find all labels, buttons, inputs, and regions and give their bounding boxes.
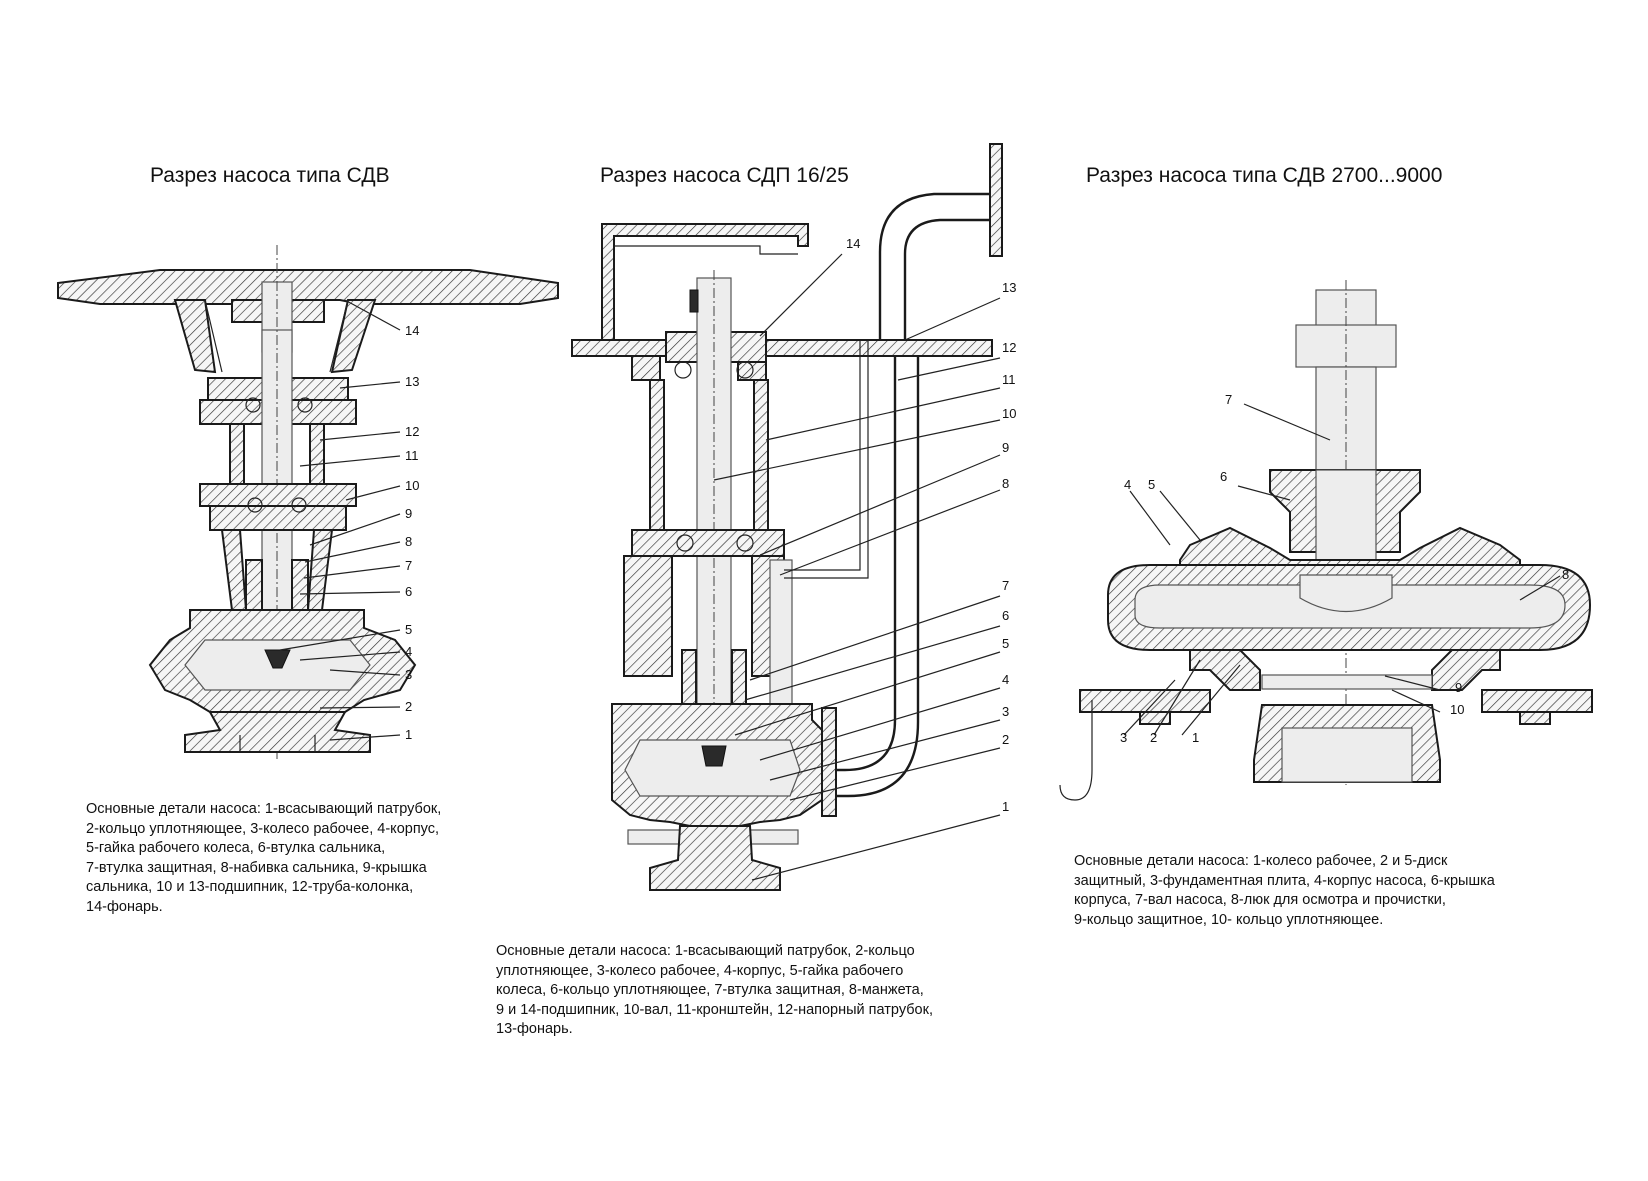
callout-center-4: 4 [1002,672,1009,687]
callout-left-5: 5 [405,622,412,637]
caption-left-line: 14-фонарь. [86,898,163,915]
caption-center-line: 9 и 14-подшипник, 10-вал, 11-кронштейн, … [496,1001,933,1018]
title-left: Разрез насоса типа СДВ [150,164,390,187]
callout-center-7: 7 [1002,578,1009,593]
callout-left-8: 8 [405,534,412,549]
callout-center-5: 5 [1002,636,1009,651]
caption-center: Основные детали насоса: 1-всасывающий па… [496,942,933,1040]
caption-right-line: Основные детали насоса: 1-колесо рабочее… [1074,853,1448,869]
caption-left-line: Основные детали насоса: 1-всасывающий па… [86,801,442,817]
pump-sdv-large-drawing: 7 6 4 5 8 9 10 3 2 1 [1059,280,1593,801]
caption-left-line: 7-втулка защитная, 8-набивка сальника, 9… [86,859,427,876]
callout-left-4: 4 [405,644,412,659]
callout-right-9: 9 [1455,680,1462,695]
callout-center-1: 1 [1002,799,1009,814]
title-right: Разрез насоса типа СДВ 2700...9000 [1086,164,1443,187]
caption-left: Основные детали насоса: 1-всасывающий па… [86,800,441,917]
caption-left-line: 2-кольцо уплотняющее, 3-колесо рабочее, … [86,820,440,837]
callout-left-6: 6 [405,584,412,599]
pump-sdp-drawing: 14 13 12 11 10 9 8 7 6 5 4 3 2 1 [571,143,1016,891]
callout-left-14: 14 [405,323,419,338]
callout-right-10: 10 [1450,702,1464,717]
caption-right: Основные детали насоса: 1-колесо рабочее… [1074,852,1495,930]
callout-right-3: 3 [1120,730,1127,745]
callout-left-2: 2 [405,699,412,714]
callout-left-12: 12 [405,424,419,439]
caption-left-line: сальника, 10 и 13-подшипник, 12-труба-ко… [86,879,414,895]
caption-left-line: 5-гайка рабочего колеса, 6-втулка сальни… [86,840,386,856]
callout-right-2: 2 [1150,730,1157,745]
callout-center-6: 6 [1002,608,1009,623]
caption-center-line: колеса, 6-кольцо уплотняющее, 7-втулка з… [496,982,924,998]
callout-center-12: 12 [1002,340,1016,355]
caption-right-line: защитный, 3-фундаментная плита, 4-корпус… [1074,872,1495,889]
callout-right-1: 1 [1192,730,1199,745]
callout-left-1: 1 [405,727,412,742]
callout-right-8: 8 [1562,567,1569,582]
caption-right-line: корпуса, 7-вал насоса, 8-люк для осмотра… [1074,892,1446,908]
title-center: Разрез насоса СДП 16/25 [600,164,849,187]
callout-center-3: 3 [1002,704,1009,719]
pump-sdv-drawing: 14 13 12 11 10 9 8 7 6 5 4 3 2 1 [57,245,559,760]
callout-right-7: 7 [1225,392,1232,407]
callout-left-7: 7 [405,558,412,573]
caption-right-line: 9-кольцо защитное, 10- кольцо уплотняюще… [1074,911,1384,928]
callout-right-4: 4 [1124,477,1131,492]
callout-right-5: 5 [1148,477,1155,492]
caption-center-line: уплотняющее, 3-колесо рабочее, 4-корпус,… [496,962,904,979]
callout-right-6: 6 [1220,469,1227,484]
callout-center-8: 8 [1002,476,1009,491]
callout-center-11: 11 [1002,372,1016,387]
callout-center-2: 2 [1002,732,1009,747]
callout-left-11: 11 [405,448,419,463]
caption-center-line: Основные детали насоса: 1-всасывающий па… [496,943,915,959]
callout-center-9: 9 [1002,440,1009,455]
callout-left-3: 3 [405,667,412,682]
callout-center-14: 14 [846,236,860,251]
callout-center-13: 13 [1002,280,1016,295]
caption-center-line: 13-фонарь. [496,1021,573,1037]
callout-left-10: 10 [405,478,419,493]
callout-left-13: 13 [405,374,419,389]
callout-center-10: 10 [1002,406,1016,421]
callout-left-9: 9 [405,506,412,521]
